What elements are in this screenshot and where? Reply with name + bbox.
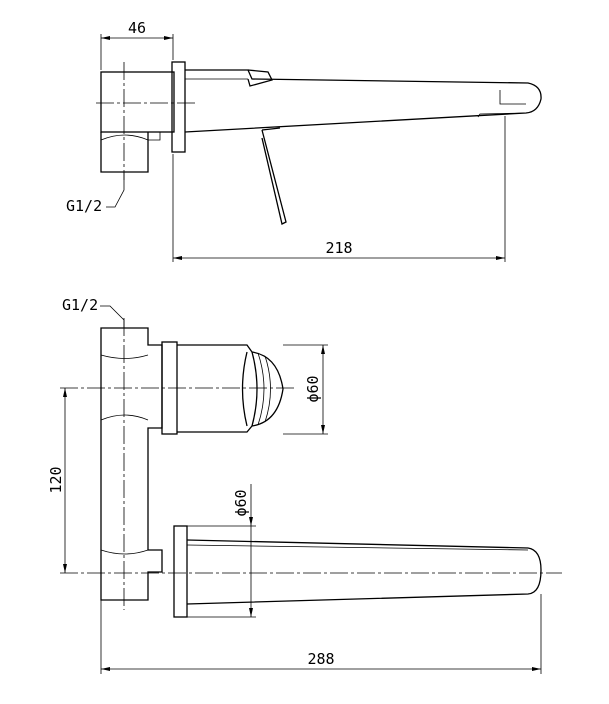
dim-label-lever-dia: ϕ60: [304, 375, 322, 402]
front-thread-label: G1/2: [62, 296, 98, 314]
front-spout: [186, 539, 542, 605]
top-spout: [184, 69, 542, 133]
dim-label-46: 46: [128, 19, 146, 37]
top-body-block: [100, 71, 175, 133]
top-connector: [100, 132, 149, 173]
top-lever-handle: [261, 129, 287, 225]
front-body: [100, 327, 163, 601]
front-lower-flange: [173, 525, 188, 618]
dim-label-120: 120: [47, 466, 65, 493]
front-lever-cylinder: [177, 344, 284, 433]
dim-label-288: 288: [307, 650, 334, 668]
top-flange-plate: [171, 61, 186, 153]
top-thread-label: G1/2: [66, 197, 102, 215]
top-thread-leader: [106, 172, 125, 208]
top-view: 46 218 G1/2: [66, 19, 542, 262]
top-connector-curve: [100, 134, 149, 141]
top-lever-knob: [247, 69, 273, 87]
dim-label-plate-dia: ϕ60: [232, 489, 250, 516]
front-thread-leader: [100, 305, 125, 328]
dim-label-218: 218: [325, 239, 352, 257]
front-view: 120 ϕ60 ϕ60 288 G1/2: [47, 296, 562, 674]
